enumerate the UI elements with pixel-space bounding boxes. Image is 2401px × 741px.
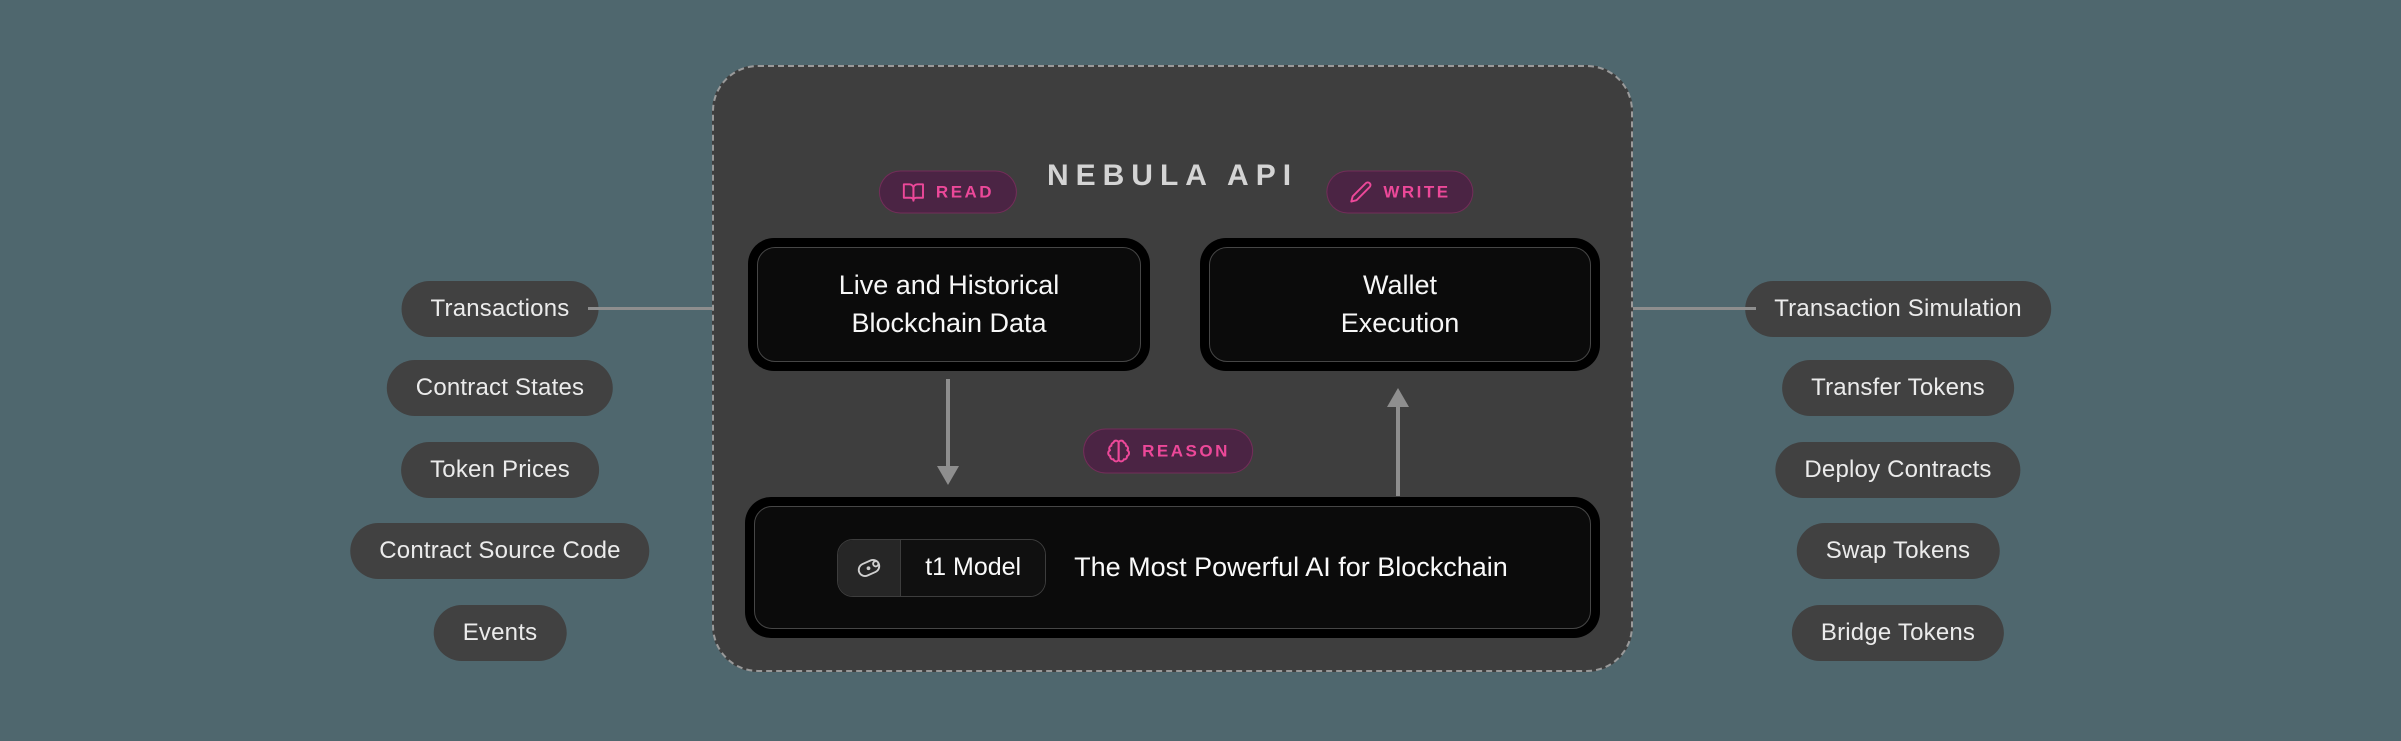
t1-model-chip-label: t1 Model [900, 539, 1046, 596]
t1-logo-icon [838, 539, 901, 596]
node-wallet-execution-line1: Wallet [1362, 269, 1437, 300]
connector-transactions-to-panel [588, 307, 749, 310]
node-t1-model: t1 Model The Most Powerful AI for Blockc… [745, 497, 1600, 638]
pill-transaction-simulation: Transaction Simulation [1745, 281, 2051, 337]
node-blockchain-data-line1: Live and Historical [838, 269, 1060, 300]
book-open-icon [902, 181, 925, 204]
node-blockchain-data-line2: Blockchain Data [851, 307, 1047, 338]
t1-model-chip: t1 Model [837, 538, 1047, 597]
reason-badge: REASON [1083, 428, 1253, 474]
read-badge-label: READ [935, 182, 995, 201]
node-wallet-execution-line2: Execution [1340, 307, 1460, 338]
pill-contract-states: Contract States [386, 360, 614, 416]
read-badge: READ [878, 170, 1018, 214]
pill-deploy-contracts: Deploy Contracts [1775, 442, 2021, 498]
pill-events: Events [433, 605, 567, 661]
node-blockchain-data: Live and Historical Blockchain Data [748, 238, 1150, 371]
pill-bridge-tokens: Bridge Tokens [1791, 605, 2005, 661]
pill-transactions: Transactions [401, 281, 599, 337]
arrow-down-line [946, 379, 950, 468]
node-wallet-execution: Wallet Execution [1200, 238, 1600, 371]
brain-icon [1106, 439, 1131, 464]
arrow-up-line [1396, 406, 1400, 496]
pill-swap-tokens: Swap Tokens [1796, 523, 2000, 579]
arrow-down-icon [937, 466, 959, 485]
pill-contract-source-code: Contract Source Code [350, 523, 650, 579]
write-badge-label: WRITE [1383, 182, 1451, 201]
reason-badge-label: REASON [1142, 441, 1230, 460]
pill-token-prices: Token Prices [401, 442, 599, 498]
pill-transfer-tokens: Transfer Tokens [1782, 360, 2014, 416]
pencil-icon [1349, 181, 1372, 204]
arrow-up-icon [1387, 388, 1409, 407]
write-badge: WRITE [1326, 170, 1474, 214]
panel-title: NEBULA API [1046, 159, 1299, 192]
t1-model-description: The Most Powerful AI for Blockchain [1074, 551, 1508, 582]
connector-panel-to-transaction-simulation [1599, 307, 1756, 310]
